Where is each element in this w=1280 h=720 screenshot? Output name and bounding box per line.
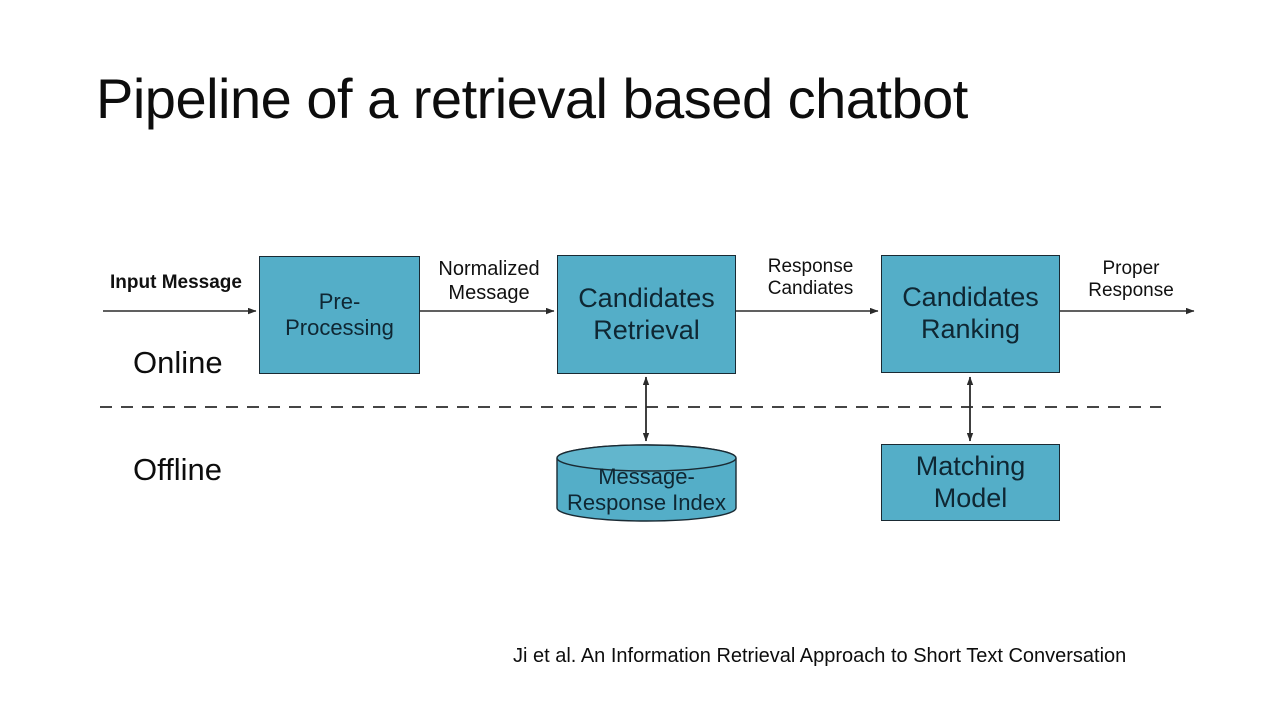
page-title: Pipeline of a retrieval based chatbot	[96, 67, 968, 130]
edge-label-proper-response: Proper Response	[1066, 258, 1196, 303]
edge-label-line: Message	[448, 281, 530, 304]
node-matching-model[interactable]: Matching Model	[881, 444, 1060, 521]
node-pre-processing[interactable]: Pre- Processing	[259, 256, 420, 374]
node-label-line: Model	[933, 482, 1008, 513]
edge-label-line: Response	[767, 256, 854, 277]
edge-label-input-message: Input Message	[96, 272, 256, 294]
node-label-line: Candidates	[902, 282, 1039, 313]
node-label-line: Candidates	[578, 282, 715, 313]
edge-label-normalized-message: Normalized Message	[423, 258, 555, 305]
edge-label-response-candiates: Response Candiates	[742, 256, 879, 301]
node-candidates-ranking[interactable]: Candidates Ranking	[881, 255, 1060, 373]
node-label: Message- Response Index	[556, 458, 737, 522]
node-message-response-index[interactable]: Message- Response Index	[556, 444, 737, 522]
edge-label-line: Input Message	[110, 272, 242, 293]
node-label-line: Processing	[285, 315, 394, 340]
node-candidates-retrieval[interactable]: Candidates Retrieval	[557, 255, 736, 374]
node-label-line: Ranking	[920, 314, 1021, 344]
cylinder-shape-icon	[556, 444, 737, 522]
edge-label-line: Normalized	[438, 258, 540, 280]
edge-label-line: Proper	[1102, 258, 1160, 279]
node-label-line: Matching	[915, 450, 1026, 481]
node-label-line: Message-	[598, 463, 695, 489]
zone-label-offline: Offline	[133, 452, 223, 487]
citation-text: Ji et al. An Information Retrieval Appro…	[513, 645, 1127, 667]
edge-label-line: Response	[1088, 280, 1174, 302]
node-label-line: Retrieval	[593, 314, 700, 345]
edge-label-line: Candiates	[767, 278, 854, 300]
node-label-line: Response Index	[567, 490, 726, 515]
node-label-line: Pre-	[318, 289, 361, 315]
zone-label-online: Online	[133, 345, 223, 380]
